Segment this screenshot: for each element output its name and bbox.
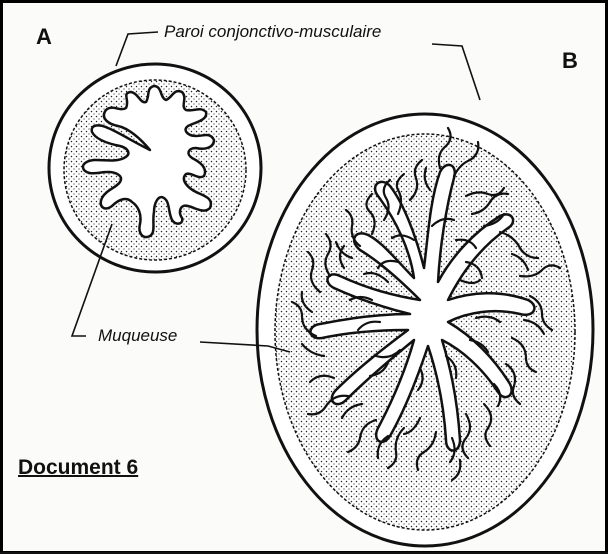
leader-wall-b	[432, 44, 480, 100]
caption-document: Document 6	[18, 456, 138, 480]
label-section-a: A	[36, 24, 52, 50]
label-wall: Paroi conjonctivo-musculaire	[164, 22, 381, 42]
label-mucosa: Muqueuse	[98, 326, 177, 346]
section-b	[257, 114, 593, 546]
label-section-b: B	[562, 48, 578, 74]
section-a	[49, 64, 261, 272]
leader-wall-a	[116, 32, 158, 66]
